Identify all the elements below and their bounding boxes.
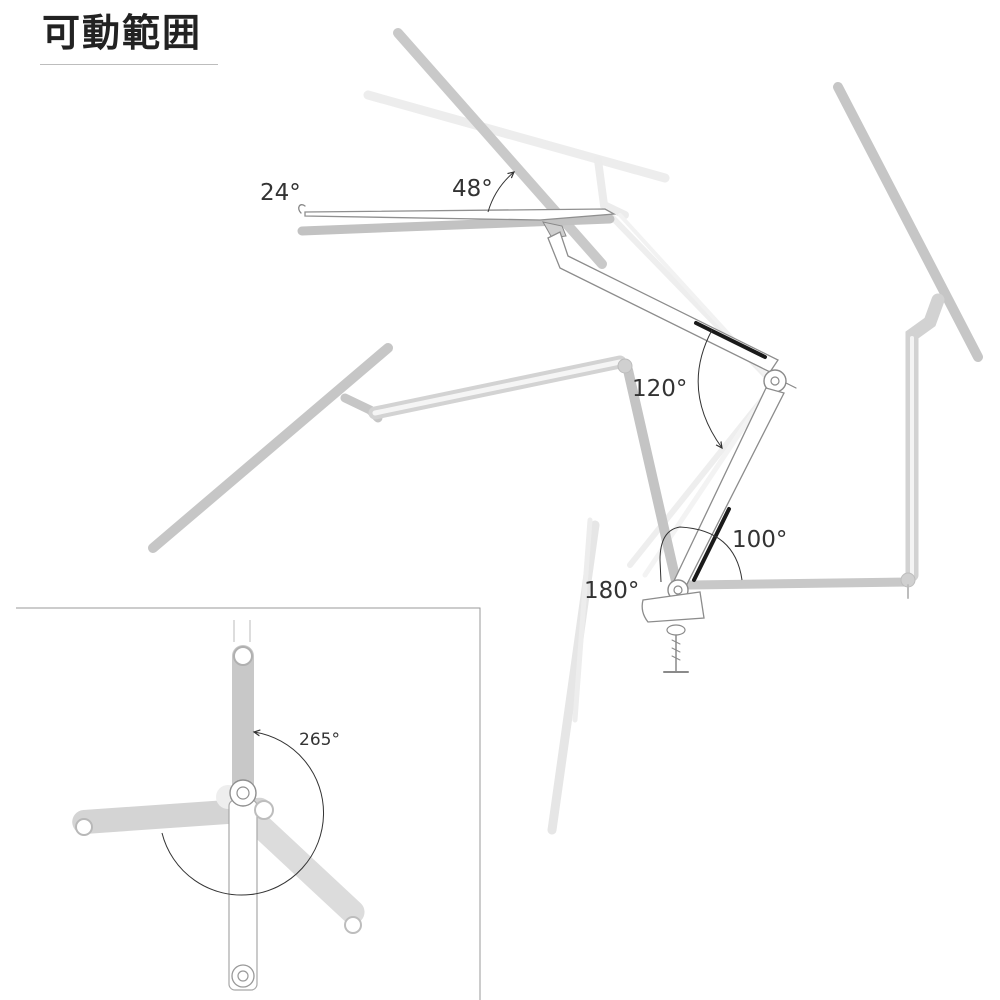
angle-label-base-arm: 100° xyxy=(732,527,787,553)
angle-label-base-swing: 180° xyxy=(584,578,639,604)
right-lamp-lower-arm xyxy=(685,577,915,590)
angle-label-head-rotate: 48° xyxy=(452,176,493,202)
inset-frame xyxy=(16,607,481,1000)
inset-arm-diagonal-end xyxy=(344,916,362,934)
left-lamp-elbow-joint xyxy=(617,358,633,374)
ghost-neck-top xyxy=(594,156,629,219)
inset-arm-upper xyxy=(232,645,254,795)
ghost-arm-vertical xyxy=(572,517,593,723)
arc-base xyxy=(659,526,743,583)
left-lamp-head xyxy=(148,343,393,553)
main-lamp-upper-arm-accent xyxy=(694,321,767,359)
main-lamp-head-outline xyxy=(304,208,617,221)
angle-label-elbow: 120° xyxy=(632,376,687,402)
main-lamp xyxy=(297,204,797,673)
main-lamp-elbow-pin xyxy=(770,376,780,386)
inset-arm-diagonal xyxy=(241,807,365,925)
main-lamp-lower-arm-accent xyxy=(692,507,731,582)
inset-arm-left-end xyxy=(75,818,93,836)
title-divider xyxy=(40,64,218,65)
page-title: 可動範囲 xyxy=(42,10,203,55)
angle-label-head-tilt: 24° xyxy=(260,180,301,206)
main-lamp-base-pin xyxy=(673,585,683,595)
ghost-head-top xyxy=(363,90,670,183)
clamp-body xyxy=(641,591,705,623)
inset-base-end-pin xyxy=(237,970,249,982)
main-lamp-shade xyxy=(297,214,615,236)
ghost-positions xyxy=(363,28,777,835)
clamp-screw-thread xyxy=(671,639,681,661)
left-lamp-upper-arm-inner xyxy=(372,359,623,416)
inset-pivot-pin xyxy=(236,786,250,800)
left-lamp-lower-arm xyxy=(623,365,683,595)
left-swung-lamp xyxy=(148,343,683,595)
arc-head-rotate xyxy=(487,172,514,213)
main-lamp-upper-arm xyxy=(547,231,779,373)
inset-arm-upper-end xyxy=(233,646,253,666)
arc-elbow xyxy=(697,329,722,448)
right-lamp-arm-vertical xyxy=(905,293,945,582)
main-lamp-elbow-tab xyxy=(785,382,797,389)
ghost-head-diagonal xyxy=(393,28,607,269)
inset-arm-joint xyxy=(254,800,274,820)
right-lamp-head xyxy=(833,82,983,362)
angle-label-pivot-rotate: 265° xyxy=(299,730,340,750)
clamp-knob xyxy=(666,624,686,636)
right-swung-lamp xyxy=(685,82,983,599)
arc-pivot-rotate xyxy=(161,732,324,896)
rotation-inset: 265° xyxy=(16,607,481,1000)
main-lamp-head-tip xyxy=(298,204,306,214)
angle-arcs xyxy=(487,172,743,583)
